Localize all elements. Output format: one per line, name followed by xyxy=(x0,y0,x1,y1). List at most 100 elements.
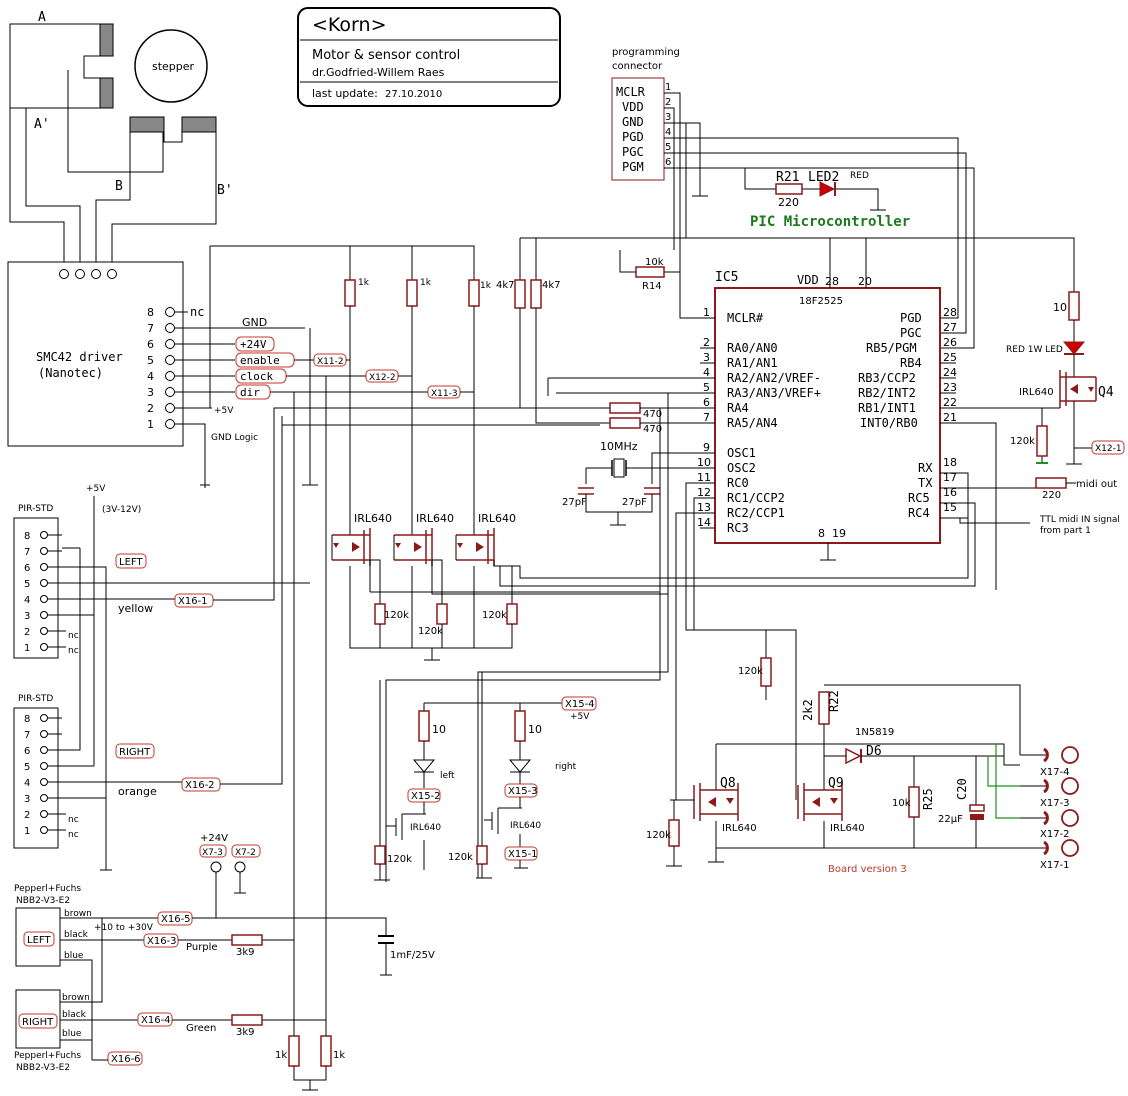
pullup-1k: 1k xyxy=(420,278,432,288)
author: dr.Godfried-Willem Raes xyxy=(312,66,445,79)
led2-circuit: R21 220 LED2 RED xyxy=(744,168,886,211)
svg-text:X7-3: X7-3 xyxy=(202,848,223,858)
sensor-model: NBB2-V3-E2 xyxy=(16,896,70,906)
prog-pin-name: PGC xyxy=(622,145,644,159)
mcu-pin-number: 12 xyxy=(697,486,711,499)
net-label-x16-6: X16-6 xyxy=(107,1051,143,1066)
driver-pin-number: 2 xyxy=(147,402,154,415)
driver-pin-number: 6 xyxy=(147,338,154,351)
driver-name: SMC42 driver xyxy=(36,350,123,364)
pir-nc: nc xyxy=(68,815,79,825)
net-label-x12-1: X12-1 xyxy=(1091,440,1125,455)
output-stage: 2k2 R22 1N5819 D6 Q8 Q9 IRL640 IRL640 12… xyxy=(646,684,1021,875)
crystal-label: 10MHz xyxy=(600,440,638,453)
svg-text:X16-3: X16-3 xyxy=(147,936,177,947)
indicator-mosfet: IRL640 xyxy=(410,823,441,833)
mcu-pin-number: 6 xyxy=(703,396,710,409)
mcu-pin-name: RA5/AN4 xyxy=(727,416,778,430)
pir-pin-number: 6 xyxy=(24,746,30,757)
sensor-wire: brown xyxy=(64,909,92,919)
d6-part: 1N5819 xyxy=(855,727,894,738)
mcu-pin-name: RA4 xyxy=(727,401,749,415)
pullup-4k7: 4k7 xyxy=(542,280,561,291)
svg-text:X16-6: X16-6 xyxy=(111,1054,141,1065)
net-label-x16-3: X16-3 xyxy=(143,933,179,948)
sensor-left-badge: LEFT xyxy=(23,931,55,947)
r470-b: 470 xyxy=(643,424,662,435)
stepper-motor: A stepper A' B B' xyxy=(9,10,233,270)
title-block: <Korn> Motor & sensor control dr.Godfrie… xyxy=(297,7,561,107)
r22-value: 2k2 xyxy=(801,699,815,721)
mcu-heading: PIC Microcontroller xyxy=(750,214,910,230)
pir-wire-color: orange xyxy=(118,785,157,798)
svg-text:X11-2: X11-2 xyxy=(317,357,344,367)
mcu-pin-name: MCLR# xyxy=(727,311,764,325)
series-r3k9: 3k9 xyxy=(236,1027,255,1038)
gate-r120k: 120k xyxy=(482,610,507,621)
indicator-resistor: 10 xyxy=(432,723,446,736)
q8-label: Q8 xyxy=(720,776,736,791)
ttl-midi-in-1: TTL midi IN signal xyxy=(1039,515,1120,525)
prog-pin-number: 3 xyxy=(665,112,671,123)
pir-wire-color: yellow xyxy=(118,602,153,615)
mcu-pin-number: 5 xyxy=(703,381,710,394)
driver-maker: (Nanotec) xyxy=(38,366,103,380)
pulldown-1k: 1k xyxy=(275,1050,287,1061)
prog-pin-name: VDD xyxy=(622,100,644,114)
pir-nc: nc xyxy=(68,646,79,656)
net-label-x16-5: X16-5 xyxy=(157,911,193,926)
svg-text:RIGHT: RIGHT xyxy=(22,1017,54,1028)
sensor-wire: black xyxy=(62,1010,87,1020)
r14-value: 10k xyxy=(645,257,664,268)
bulk-capacitor: 1mF/25V xyxy=(390,950,435,961)
mcu-pin-number: 3 xyxy=(703,351,710,364)
net-label-x16-1: X16-1 xyxy=(174,593,214,608)
board-version: Board version 3 xyxy=(828,864,907,875)
mcu-pin-number: 9 xyxy=(703,441,710,454)
svg-text:clock: clock xyxy=(240,370,273,383)
x17-jacks: X17-4 X17-3 X17-2 X17-1 xyxy=(1020,746,1079,871)
svg-text:X15-1: X15-1 xyxy=(508,849,538,860)
driver-label-clock: clock xyxy=(235,368,287,384)
net-label-x16-4: X16-4 xyxy=(137,1012,173,1027)
sensor-wire: brown xyxy=(62,993,90,1003)
mcu-pin-number: 25 xyxy=(943,351,957,364)
net-label-x11-2: X11-2 xyxy=(313,353,347,367)
q9-label: Q9 xyxy=(828,776,844,791)
pir-pin-number: 4 xyxy=(24,778,30,789)
stepper-label: stepper xyxy=(152,60,195,73)
mosfet-part: IRL640 xyxy=(354,512,392,525)
prog-pin-number: 6 xyxy=(665,157,671,168)
sensor-right-badge: RIGHT xyxy=(18,1013,58,1029)
sensor-model: NBB2-V3-E2 xyxy=(16,1063,70,1073)
mcu-pin-number: 18 xyxy=(943,456,957,469)
wire-green: Green xyxy=(186,1023,216,1034)
ttl-midi-in-2: from part 1 xyxy=(1040,526,1091,536)
midi-out-label: midi out xyxy=(1076,479,1117,490)
indicator-mosfet: IRL640 xyxy=(510,821,541,831)
q4-part: IRL640 xyxy=(1019,387,1054,398)
update-label: last update: xyxy=(312,87,378,100)
indicator-right-label: right xyxy=(555,762,577,772)
pir-pin-number: 6 xyxy=(24,563,30,574)
pir-pin-number: 1 xyxy=(24,826,30,837)
mcu-pin-number: 10 xyxy=(697,456,711,469)
mcu-pin-number: 24 xyxy=(943,366,957,379)
prog-pin-name: PGM xyxy=(622,160,644,174)
pir-range: (3V-12V) xyxy=(102,505,141,515)
mcu-part: 18F2525 xyxy=(799,296,843,307)
prog-pin-number: 4 xyxy=(665,127,671,138)
mcu-pin-number: 27 xyxy=(943,321,957,334)
driver-pin2-label: +5V xyxy=(214,406,234,416)
schematic-title: <Korn> xyxy=(312,14,387,36)
mcu-pin-name: RA1/AN1 xyxy=(727,356,778,370)
mcu-pin-number: 11 xyxy=(697,471,711,484)
mcu-pin-number: 16 xyxy=(943,486,957,499)
led2-color: RED xyxy=(850,171,869,181)
mcu-ref: IC5 xyxy=(715,270,738,285)
midi-resistor: 220 xyxy=(1042,490,1061,501)
svg-text:X16-2: X16-2 xyxy=(185,780,215,791)
pir-pin-number: 5 xyxy=(24,579,30,590)
svg-text:X16-5: X16-5 xyxy=(161,914,191,925)
mcu-pin-number: 14 xyxy=(697,516,711,529)
